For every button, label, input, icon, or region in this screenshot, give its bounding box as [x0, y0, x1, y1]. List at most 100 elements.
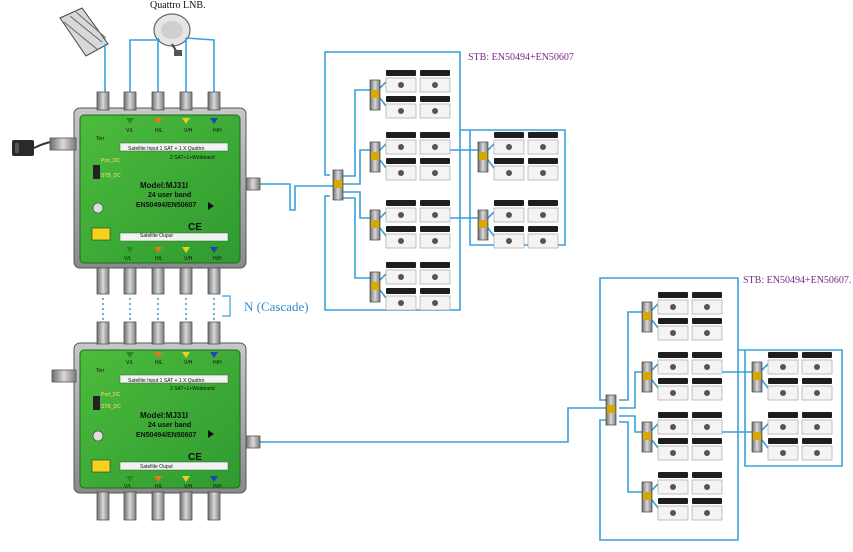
led-icon [92, 202, 104, 214]
stb-socket-port [780, 424, 786, 430]
stb-socket-port [704, 330, 710, 336]
f-connector-output [179, 267, 193, 295]
switch-bottom-stb-dc: STB_DC [101, 404, 121, 410]
stb-socket-port [398, 238, 404, 244]
stb-socket-port [670, 364, 676, 370]
coax-cable [379, 211, 387, 219]
stb-socket-port [432, 238, 438, 244]
stb-socket-port [432, 274, 438, 280]
stb-socket-port [398, 212, 404, 218]
stb-socket-port [398, 170, 404, 176]
stb-box-icon [658, 438, 688, 444]
splitter-label [334, 180, 342, 188]
coax-cable [379, 97, 387, 107]
coax-cable [487, 143, 495, 151]
coax-cable [343, 89, 370, 177]
splitter-label [753, 372, 761, 380]
stb-box-icon [692, 412, 722, 418]
switch-bottom-in-hl: H/L [155, 360, 163, 366]
coax-cable [761, 439, 769, 449]
band-arrow-icon [210, 247, 218, 253]
switch-bottom-port-dc: Port_DC [101, 392, 121, 398]
stb-box-icon [386, 70, 416, 76]
stb-box-icon [494, 132, 524, 138]
stb-box-icon [420, 288, 450, 294]
stb-box-icon [420, 226, 450, 232]
splitter-label [643, 372, 651, 380]
stb-socket-port [398, 108, 404, 114]
stb-box-icon [692, 292, 722, 298]
coax-cable [379, 143, 387, 151]
coax-cable [324, 51, 461, 311]
stb-socket-port [814, 390, 820, 396]
stb-socket-port [432, 108, 438, 114]
stb-socket-port [506, 238, 512, 244]
coax-cable [379, 273, 387, 281]
stb-socket-port [398, 300, 404, 306]
band-arrow-icon [210, 352, 218, 358]
stb-box-icon [528, 200, 558, 206]
label-strip [119, 461, 229, 471]
stb-socket-port [814, 450, 820, 456]
stb-socket-port [540, 212, 546, 218]
stb-box-icon [386, 200, 416, 206]
splitter-label [607, 405, 615, 413]
splitter-label [371, 220, 379, 228]
f-connector-output [151, 267, 165, 295]
coax-cable [487, 159, 495, 169]
stb-socket-port [540, 144, 546, 150]
f-connector-output [123, 267, 137, 295]
stb-box-icon [420, 132, 450, 138]
f-connector-input [207, 321, 221, 345]
stb-socket-port [506, 212, 512, 218]
label-strip [119, 232, 229, 242]
stb-box-icon [386, 158, 416, 164]
switch-top-stb-dc: STB_DC [101, 173, 121, 179]
stb-box-icon [420, 200, 450, 206]
switch-top-in-hl: H/L [155, 128, 163, 134]
switch-top-out-hh: H/H [213, 256, 222, 262]
switch-bottom-in-vh: V/H [184, 360, 193, 366]
f-connector-input [123, 91, 137, 111]
f-connector-output [207, 267, 221, 295]
stb-socket-port [780, 390, 786, 396]
switch-top-in-vh: V/H [184, 128, 193, 134]
satellite-dish-icon [153, 13, 191, 56]
stb-box-icon [692, 378, 722, 384]
switch-bottom-terr: Terr [96, 368, 105, 374]
stb-box-icon [658, 498, 688, 504]
band-arrow-icon [126, 118, 134, 124]
switch-top-model: Model:MJ31I [140, 181, 189, 190]
switch-top-out-hl: H/L [155, 256, 163, 262]
stb-socket-port [540, 238, 546, 244]
warning-badge-icon [91, 227, 111, 241]
f-connector-output [179, 491, 193, 521]
coax-cable [651, 303, 659, 311]
lnb-label: Quattro LNB. [150, 0, 206, 11]
coax-cable [651, 499, 659, 509]
switch-bottom-in-vl: V/L [126, 360, 134, 366]
dc-switch-icon [93, 165, 100, 179]
coax-cable [761, 423, 769, 431]
coax-cable [129, 39, 160, 95]
splitter-label [643, 432, 651, 440]
stb-box-icon [692, 352, 722, 358]
switch-bottom-model: Model:MJ31I [140, 411, 189, 420]
stb-box-icon [386, 262, 416, 268]
f-connector-trunk-out [245, 435, 261, 449]
stb-socket-port [670, 304, 676, 310]
f-connector-output [207, 491, 221, 521]
stb-socket-port [704, 424, 710, 430]
coax-cable [343, 197, 370, 279]
stb-box-icon [768, 438, 798, 444]
splitter-label [371, 152, 379, 160]
stb-socket-port [670, 330, 676, 336]
stb-socket-port [780, 450, 786, 456]
stb-box-icon [692, 438, 722, 444]
stb-socket-port [670, 484, 676, 490]
coax-cable [738, 349, 843, 467]
switch-bottom-sat-input: Satellite Input 1 SAT + 1 X Quattro [128, 378, 205, 384]
stb-socket-port [506, 144, 512, 150]
stb-socket-port [704, 450, 710, 456]
stb-box-icon [802, 438, 832, 444]
